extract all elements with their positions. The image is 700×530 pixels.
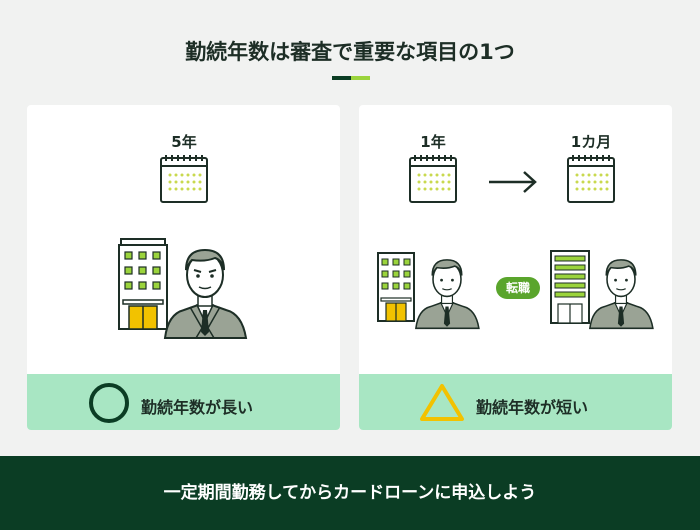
circle-good-icon [89, 383, 129, 423]
triangle-caution-icon [420, 384, 464, 421]
calendar-icon [409, 155, 457, 203]
calendar-icon [567, 155, 615, 203]
result-band-short [359, 374, 672, 430]
result-band-long [27, 374, 340, 430]
office-building-striped-icon [550, 250, 590, 324]
arrow-right-icon [489, 171, 537, 193]
result-label-long: 勤続年数が長い [141, 398, 254, 417]
calendar-label-5-years: 5年 [171, 133, 197, 151]
page-title: 勤続年数は審査で重要な項目の1つ [185, 40, 515, 64]
result-label-short: 勤続年数が短い [476, 398, 589, 417]
businessman-avatar [163, 248, 248, 339]
office-building-icon [377, 252, 415, 322]
calendar-icon [160, 155, 208, 203]
office-building-icon [118, 238, 168, 330]
calendar-label-1-year: 1年 [420, 133, 446, 151]
businessman-avatar [415, 259, 480, 330]
calendar-label-1-month: 1カ月 [570, 133, 612, 151]
job-change-badge: 転職 [496, 277, 540, 299]
businessman-avatar [589, 259, 654, 330]
title-underline [332, 76, 370, 80]
footer-banner: 一定期間勤務してからカードローンに申込しよう [0, 456, 700, 530]
